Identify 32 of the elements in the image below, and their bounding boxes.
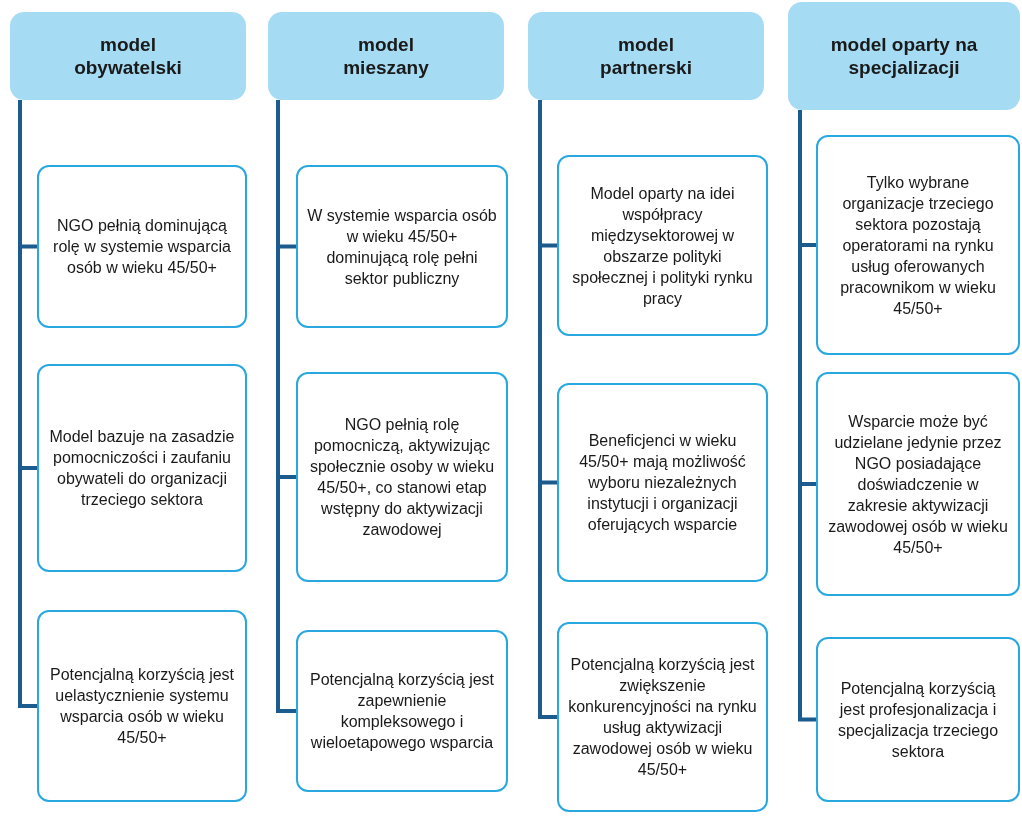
header-box — [788, 2, 1020, 110]
header-title: model oparty na specjalizacji — [829, 33, 979, 79]
description-box — [37, 610, 247, 802]
description-text: Potencjalną korzyścią jest profesjonalizacja i specjalizacja trzeciego sektora — [836, 678, 1000, 762]
header-box — [10, 12, 246, 100]
description-box — [557, 155, 768, 336]
header-title: model partnerski — [599, 33, 693, 79]
header-box — [268, 12, 504, 100]
description-text: Model bazuje na zasadzie pomocniczości i zaufaniu obywateli do organizacji trzeciego sektora — [48, 427, 236, 510]
header-title: model mieszany — [342, 33, 430, 79]
description-box — [296, 630, 508, 792]
description-text: NGO pełnią rolę pomocniczą, aktywizując społecznie osoby w wieku 45/50+, co stanowi etap wstępny do aktywizacji zawodowej — [308, 415, 496, 540]
description-box — [557, 383, 768, 582]
header-title: model obywatelski — [73, 33, 183, 79]
description-box — [816, 372, 1020, 596]
description-text: Beneficjenci w wieku 45/50+ mają możliwość wyboru niezależnych instytucji i organizacji oferujących wsparcie — [578, 431, 747, 535]
description-text: Potencjalną korzyścią jest uelastycznienie systemu wsparcia osób w wieku 45/50+ — [48, 665, 236, 748]
description-text: Tylko wybrane organizacje trzeciego sektora pozostają operatorami na rynku usług oferowanych pracownikom w wieku 45/50+ — [839, 172, 997, 319]
header-box — [528, 12, 764, 100]
description-box — [37, 165, 247, 328]
description-box — [37, 364, 247, 572]
description-text: Potencjalną korzyścią jest zwiększenie konkurencyjności na rynku usług aktywizacji zawodowej osób w wieku 45/50+ — [567, 655, 758, 780]
description-text: Potencjalną korzyścią jest zapewnienie kompleksowego i wieloetapowego wsparcia — [308, 670, 496, 753]
description-box — [296, 372, 508, 582]
description-text: Wsparcie może być udzielane jedynie przez NGO posiadające doświadczenie w zakresie aktywizacji zawodowej osób w wieku 45/50+ — [827, 411, 1009, 558]
description-text: Model oparty na idei współpracy międzysektorowej w obszarze polityki społecznej i polityki rynku pracy — [571, 183, 754, 309]
description-text: NGO pełnią dominującą rolę w systemie wsparcia osób w wieku 45/50+ — [52, 216, 232, 278]
description-text: W systemie wsparcia osób w wieku 45/50+ dominującą rolę pełni sektor publiczny — [306, 205, 498, 289]
description-box — [296, 165, 508, 328]
description-box — [816, 135, 1020, 355]
description-box — [816, 637, 1020, 802]
description-box — [557, 622, 768, 812]
